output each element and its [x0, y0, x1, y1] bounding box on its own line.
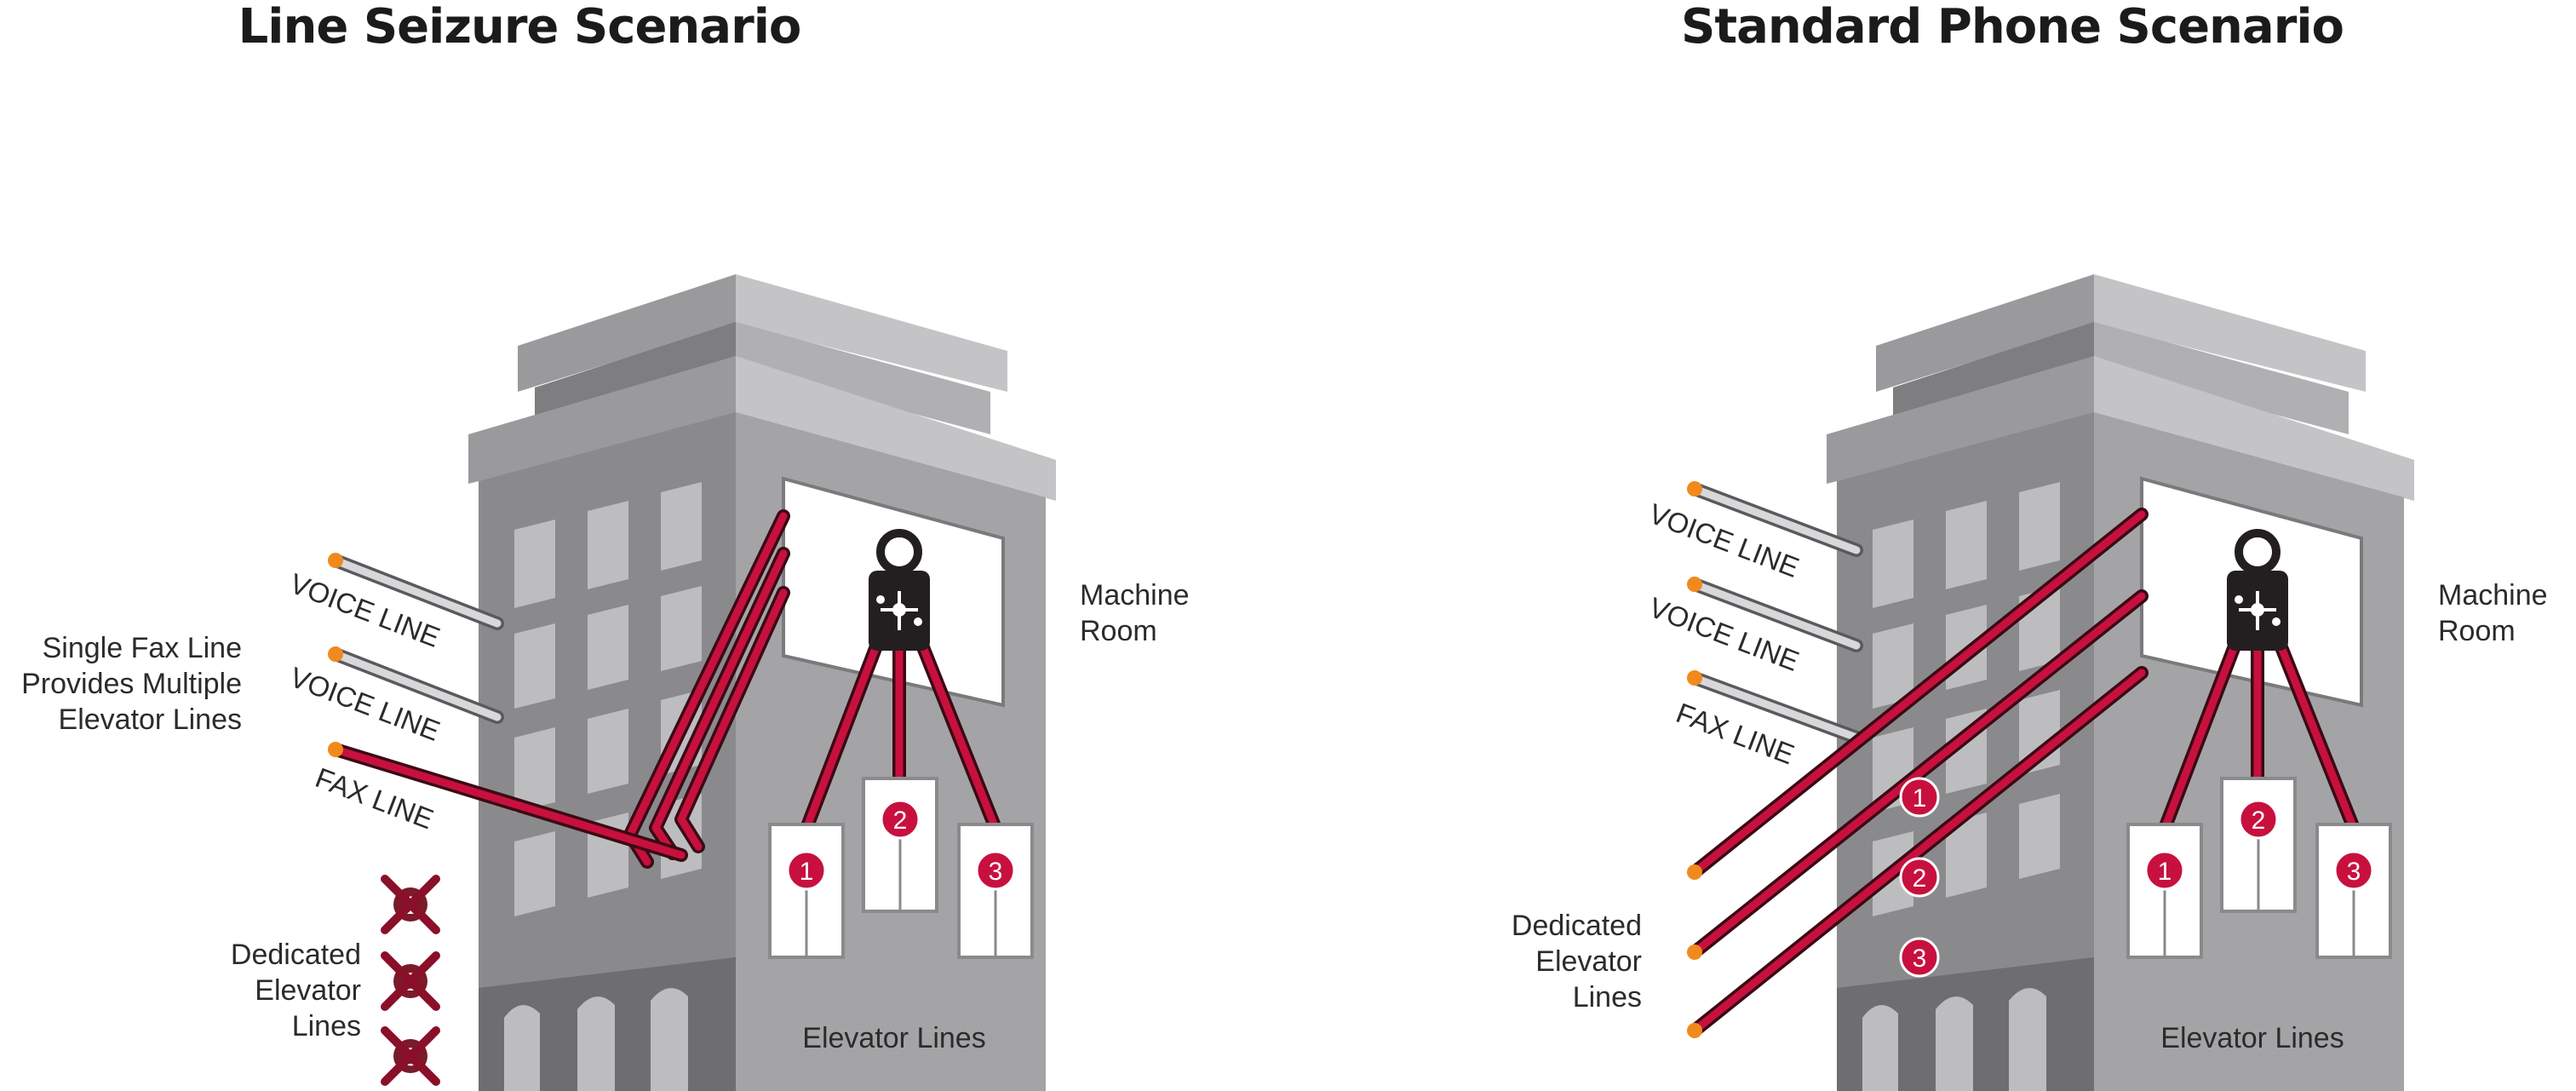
phone-dialer-icon [869, 529, 930, 651]
dedicated-line-badge-3: 3 [1899, 937, 1940, 978]
svg-text:Single Fax Line: Single Fax Line [43, 632, 242, 664]
voice-line-cable-2 [328, 646, 504, 724]
fax-line-cable [328, 742, 688, 862]
dedicated-label: Dedicated Elevator Lines [231, 939, 361, 1042]
voice-line-cable-1 [328, 553, 504, 630]
svg-text:1: 1 [800, 858, 814, 886]
svg-text:Elevator Lines: Elevator Lines [59, 703, 242, 736]
elevator-2: 2 [2220, 777, 2297, 913]
voice-line-label-1: VOICE LINE [1644, 497, 1803, 583]
svg-text:3: 3 [1913, 945, 1927, 973]
cable-tip-icon [328, 553, 343, 568]
elevator-3: 3 [957, 823, 1034, 959]
svg-text:2: 2 [893, 807, 908, 835]
voice-line-label-1: VOICE LINE [285, 567, 444, 653]
cable-tip-icon [1687, 670, 1702, 686]
svg-text:2: 2 [1913, 864, 1927, 893]
elevator-lines-label: Elevator Lines [2160, 1022, 2344, 1054]
blocked-line-3: 3 [381, 1026, 440, 1086]
dedicated-line-badge-1: 1 [1899, 777, 1940, 818]
svg-text:1: 1 [2158, 858, 2172, 886]
fax-note: Single Fax Line Provides Multiple Elevat… [21, 632, 242, 736]
elevator-feed-cables [2159, 615, 2360, 833]
voice-line-label-2: VOICE LINE [1644, 591, 1803, 677]
machine-room-label: Machine [2438, 579, 2548, 612]
svg-text:Elevator: Elevator [1535, 945, 1642, 978]
building-left [467, 273, 1058, 1091]
fax-line-cable [1687, 670, 1863, 744]
x-cross-icon [381, 951, 440, 1011]
blocked-line-2: 2 [381, 951, 440, 1011]
blocked-line-1: 1 [381, 875, 440, 934]
panel-title: Line Seizure Scenario [238, 0, 801, 55]
machine-room-label: Machine [1080, 579, 1190, 612]
voice-line-cable-1 [1687, 481, 1863, 557]
dedicated-line-badge-2: 2 [1899, 857, 1940, 898]
elevator-1: 1 [2126, 823, 2203, 959]
elevator-3: 3 [2315, 823, 2392, 959]
cable-tip-icon [328, 742, 343, 757]
voice-line-cable-2 [1687, 577, 1863, 652]
machine-room-label-2: Room [2438, 615, 2516, 647]
panel-title: Standard Phone Scenario [1681, 0, 2344, 55]
phone-dialer-icon [2227, 529, 2288, 651]
svg-text:2: 2 [2252, 807, 2266, 835]
cable-tip-icon [328, 646, 343, 662]
elevator-2: 2 [862, 777, 938, 913]
x-cross-icon [381, 1026, 440, 1086]
panel-standard-phone: Standard Phone Scenario VOICE LINE VOICE… [1512, 0, 2548, 1091]
elevator-1: 1 [768, 823, 845, 959]
cable-tip-icon [1687, 481, 1702, 497]
elevator-feed-cables [800, 615, 1001, 833]
svg-text:1: 1 [1913, 784, 1927, 813]
svg-text:Provides Multiple: Provides Multiple [21, 668, 242, 700]
svg-text:Elevator: Elevator [255, 974, 361, 1007]
svg-text:3: 3 [2347, 858, 2361, 886]
svg-text:Lines: Lines [292, 1010, 361, 1042]
voice-line-label-2: VOICE LINE [285, 661, 444, 747]
svg-text:Lines: Lines [1573, 981, 1642, 1013]
elevator-lines-label: Elevator Lines [802, 1022, 985, 1054]
panel-line-seizure: Line Seizure Scenario V [21, 0, 1190, 1091]
svg-text:Dedicated: Dedicated [1512, 910, 1642, 942]
svg-text:Dedicated: Dedicated [231, 939, 361, 971]
dedicated-label: Dedicated Elevator Lines [1512, 910, 1642, 1013]
machine-room-label-2: Room [1080, 615, 1157, 647]
svg-text:3: 3 [989, 858, 1003, 886]
dedicated-line-cables [1687, 508, 2149, 1038]
cable-tip-icon [1687, 577, 1702, 592]
x-cross-icon [381, 875, 440, 934]
